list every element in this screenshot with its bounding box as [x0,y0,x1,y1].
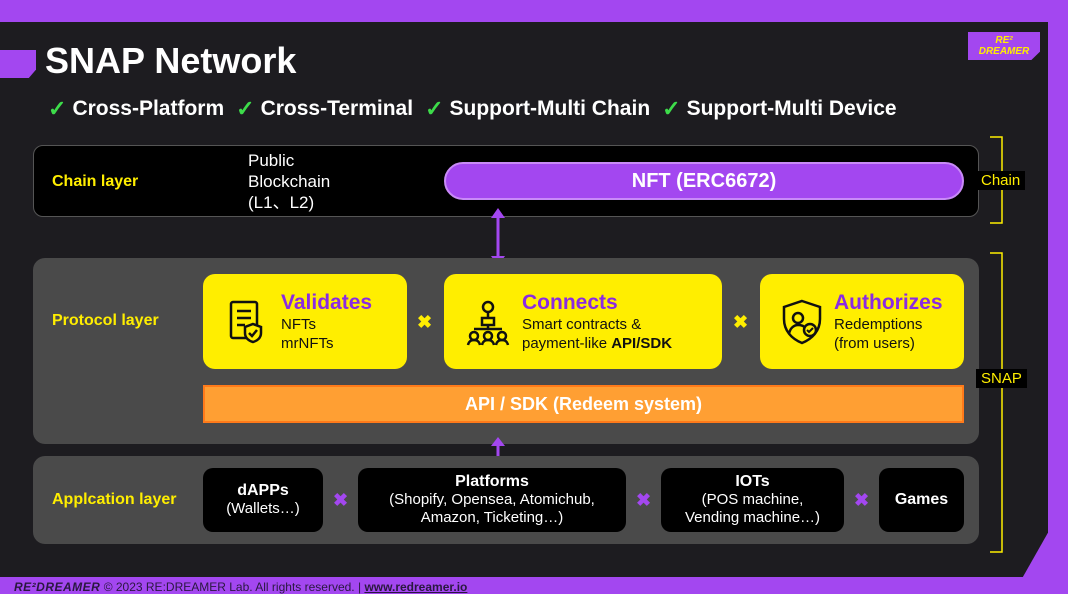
api-sdk-redeem-bar: API / SDK (Redeem system) [203,385,964,423]
logo-line-2: DREAMER [978,46,1030,57]
multiply-icon: ✖ [417,312,433,332]
card-line: payment-like API/SDK [522,334,672,353]
side-brackets [990,136,1003,553]
feature-label: Cross-Terminal [260,97,414,120]
redreamer-logo: RE² DREAMER [968,32,1040,60]
check-icon: ✓ [662,96,681,121]
card-heading: Validates [281,290,373,314]
feature-label: Support-Multi Device [686,97,897,120]
protocol-layer-label: Protocol layer [52,312,159,329]
card-line-text: payment-like [522,334,612,352]
card-heading: Games [894,491,949,508]
feature-item: ✓Support-Multi Device [662,96,896,122]
card-line-bold: API/SDK [611,334,673,352]
multiply-icon: ✖ [333,490,349,510]
card-line: Redemptions [834,315,923,333]
card-line: (Wallets…) [226,500,300,517]
card-line: mrNFTs [281,334,334,352]
card-line: (POS machine, [701,491,804,508]
card-line: Smart contracts & [522,315,642,333]
document-check-icon [229,300,263,343]
validates-card: Validates NFTs mrNFTs [203,274,407,369]
card-heading: Connects [522,290,618,314]
card-line: (from users) [834,334,915,352]
snap-side-label: SNAP [976,369,1027,388]
card-heading: Authorizes [834,290,943,314]
page-title: SNAP Network [45,40,297,81]
shield-user-icon [782,299,822,344]
check-icon: ✓ [48,96,67,121]
authorizes-card: Authorizes Redemptions (from users) [760,274,964,369]
public-blockchain-text: Public Blockchain (L1、L2) [248,150,330,213]
card-heading: IOTs [735,473,770,490]
application-layer-label: Applcation layer [52,491,177,508]
check-icon: ✓ [236,96,255,121]
card-heading: Platforms [455,473,529,490]
check-icon: ✓ [425,96,444,121]
feature-label: Support-Multi Chain [449,97,651,120]
title-flag-decoration [0,50,36,78]
feature-list: ✓Cross-Platform ✓Cross-Terminal ✓Support… [48,96,897,122]
nft-erc6672-pill: NFT (ERC6672) [444,162,964,200]
public-blockchain-line: (L1、L2) [248,193,315,212]
feature-item: ✓Cross-Platform [48,96,224,122]
platforms-card: Platforms (Shopify, Opensea, Atomichub, … [358,468,626,532]
footer-copyright: © 2023 RE:DREAMER Lab. All rights reserv… [103,580,362,594]
games-card: Games [879,468,964,532]
iots-card: IOTs (POS machine, Vending machine…) [661,468,844,532]
network-nodes-icon [466,300,510,345]
feature-item: ✓Cross-Terminal [236,96,413,122]
logo-line-1: RE² [995,35,1013,46]
card-line: NFTs [281,315,316,333]
multiply-icon: ✖ [636,490,652,510]
card-line: Amazon, Ticketing…) [420,509,564,526]
chain-side-label: Chain [976,171,1026,190]
card-line: (Shopify, Opensea, Atomichub, [389,491,595,508]
dapps-card: dAPPs (Wallets…) [203,468,323,532]
footer: RE²DREAMER © 2023 RE:DREAMER Lab. All ri… [14,580,467,594]
footer-brand-logo: RE²DREAMER [14,580,101,594]
connects-card: Connects Smart contracts & payment-like … [444,274,722,369]
public-blockchain-line: Blockchain [248,172,331,191]
multiply-icon: ✖ [854,490,870,510]
chain-layer-label: Chain layer [52,173,139,190]
footer-website-link[interactable]: www.redreamer.io [364,580,468,594]
multiply-icon: ✖ [733,312,749,332]
public-blockchain-line: Public [248,151,295,170]
card-line: Vending machine…) [684,509,821,526]
feature-label: Cross-Platform [72,97,225,120]
card-heading: dAPPs [237,482,289,499]
feature-item: ✓Support-Multi Chain [425,96,650,122]
logo-text: RE² DREAMER [968,35,1040,57]
